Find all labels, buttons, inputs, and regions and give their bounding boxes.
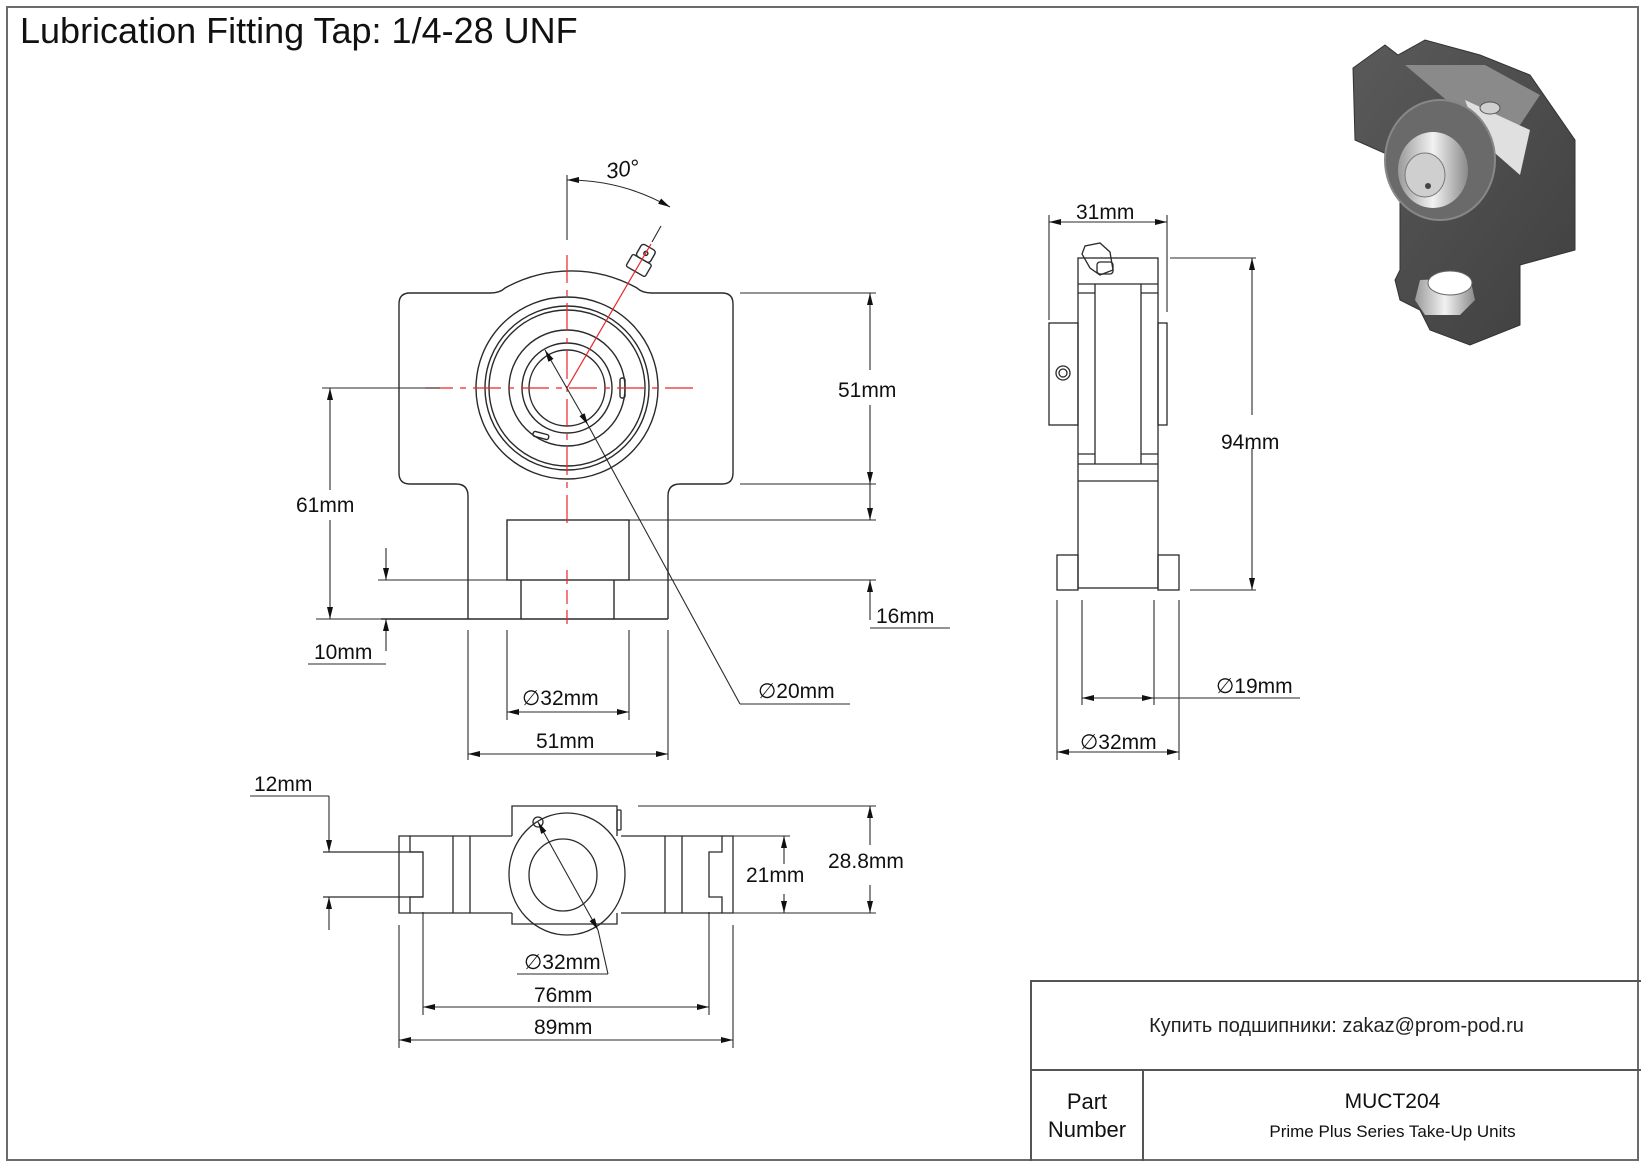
contact-text: Купить подшипники: zakaz@prom-pod.ru <box>1149 1014 1524 1037</box>
title-block-part-row: Part Number MUCT204 Prime Plus Series Ta… <box>1030 1069 1641 1161</box>
dim-collar-diameter: ∅32mm <box>524 951 601 974</box>
dim-total-height: 61mm <box>296 494 354 517</box>
dim-slot-height: 16mm <box>876 605 934 628</box>
dim-slot-depth: 12mm <box>254 773 312 796</box>
side-view <box>1048 242 1180 591</box>
part-description: Prime Plus Series Take-Up Units <box>1269 1122 1516 1141</box>
side-dim-labels: 31mm 94mm ∅19mm ∅32mm <box>1076 201 1293 754</box>
bottom-dim-labels: 12mm 21mm 28.8mm ∅32mm 76mm 89mm <box>254 773 904 1039</box>
part-number: MUCT204 <box>1344 1090 1441 1113</box>
front-dimensions <box>308 175 950 760</box>
side-dimensions <box>1048 215 1300 760</box>
dim-total-height-bottom: 28.8mm <box>828 850 904 873</box>
bottom-dimensions <box>250 795 876 1048</box>
housing-outline <box>398 270 734 619</box>
dim-total-length: 89mm <box>534 1016 592 1039</box>
part-info: MUCT204 Prime Plus Series Take-Up Units <box>1144 1071 1641 1161</box>
dim-outer-diameter: ∅32mm <box>1080 731 1157 754</box>
dim-side-width: 31mm <box>1076 201 1134 224</box>
front-dim-labels: 30° 51mm 61mm 10mm 16mm ∅20mm ∅32mm 51mm <box>296 154 934 753</box>
sheet-border <box>6 6 1639 1161</box>
dim-center-to-top: 51mm <box>838 379 896 402</box>
dim-slot-diameter: ∅32mm <box>522 687 599 710</box>
dim-inner-height: 21mm <box>746 864 804 887</box>
side-grease-fitting-icon <box>1081 242 1114 276</box>
part-number-label: Part Number <box>1032 1071 1144 1161</box>
dim-inner-length: 76mm <box>534 984 592 1007</box>
title-block: Купить подшипники: zakaz@prom-pod.ru Par… <box>1030 980 1641 1161</box>
dim-inner-diameter: ∅19mm <box>1216 675 1293 698</box>
angle-label: 30° <box>604 154 641 183</box>
dim-side-height: 94mm <box>1221 431 1279 454</box>
front-view <box>381 243 734 620</box>
drawing-title: Lubrication Fitting Tap: 1/4-28 UNF <box>20 10 578 51</box>
front-centerlines <box>425 243 700 630</box>
isometric-render <box>1352 39 1576 346</box>
dim-bore-diameter: ∅20mm <box>758 680 835 703</box>
bottom-view <box>323 805 734 936</box>
part-label-line1: Part <box>1066 1089 1108 1114</box>
dim-base-thickness: 10mm <box>314 641 372 664</box>
title-block-contact-row: Купить подшипники: zakaz@prom-pod.ru <box>1030 980 1641 1070</box>
dim-slot-width: 51mm <box>536 730 594 753</box>
part-label-line2: Number <box>1047 1117 1127 1142</box>
